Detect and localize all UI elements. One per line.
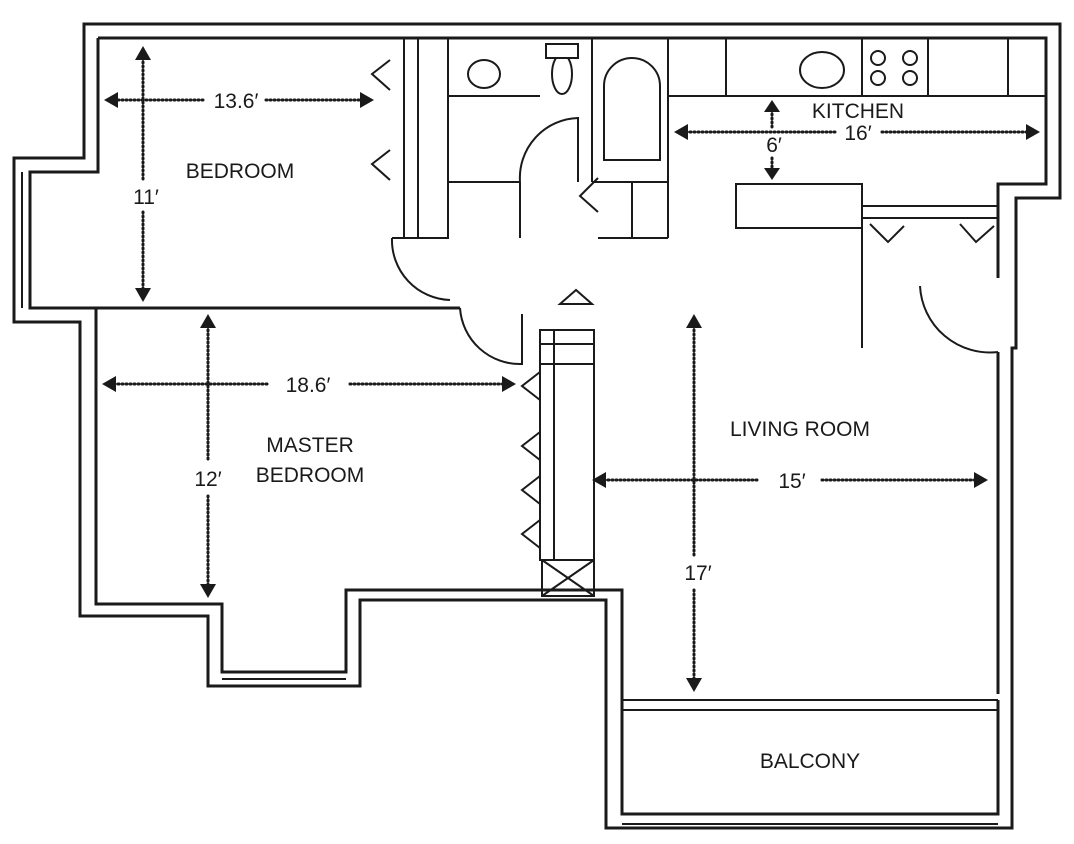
arrow-icon [135, 288, 151, 302]
kitchen-fixtures [799, 50, 918, 89]
dimension-lines [102, 46, 1040, 692]
arrow-icon [102, 376, 116, 392]
master-bedroom-label-line1: MASTER [266, 434, 354, 457]
arrow-icon [502, 376, 516, 392]
arrow-icon [686, 314, 702, 328]
toilet-icon [551, 53, 573, 95]
burner-icon [870, 50, 886, 66]
arrow-icon [1026, 124, 1040, 140]
living-depth-label: 17′ [684, 562, 711, 585]
living-width-label: 15′ [778, 470, 805, 493]
bath-fixtures [467, 43, 661, 161]
doors [370, 59, 999, 549]
master-door-icon [459, 307, 523, 366]
burner-icon [902, 70, 918, 86]
arrow-icon [200, 314, 216, 328]
kitchen-sink-icon [799, 51, 845, 89]
dimension-labels: 13.6′ 11′ 16′ 6′ 18.6′ 12′ 15′ 17′ [133, 90, 872, 585]
balcony-label: BALCONY [760, 750, 860, 773]
arrow-icon [104, 92, 118, 108]
arrow-icon [200, 584, 216, 598]
arrow-icon [674, 124, 688, 140]
arrow-icon [974, 472, 988, 488]
living-room-label: LIVING ROOM [730, 418, 870, 441]
burner-icon [870, 70, 886, 86]
kitchen-width-label: 16′ [844, 122, 871, 145]
balcony-railing [622, 699, 998, 825]
arrow-icon [686, 678, 702, 692]
master-depth-label: 12′ [194, 468, 221, 491]
bedroom-width-label: 13.6′ [214, 90, 259, 113]
bath-door-icon [518, 116, 579, 183]
room-labels: BEDROOM KITCHEN MASTER BEDROOM LIVING RO… [186, 100, 904, 773]
master-width-label: 18.6′ [286, 374, 331, 397]
interior-walls [30, 37, 1046, 597]
arrow-icon [360, 92, 374, 108]
arrow-icon [764, 168, 780, 180]
kitchen-label: KITCHEN [812, 100, 904, 123]
arrow-icon [592, 472, 606, 488]
bedroom-depth-label: 11′ [133, 186, 159, 209]
master-bedroom-label-line2: BEDROOM [256, 464, 365, 487]
kitchen-depth-label: 6′ [766, 134, 782, 157]
bedroom-label: BEDROOM [186, 160, 295, 183]
arrow-icon [764, 100, 780, 112]
bathtub-icon [603, 57, 661, 161]
exterior-walls [12, 22, 1062, 830]
bedroom-door-icon [390, 237, 451, 301]
burner-icon [902, 50, 918, 66]
sink-icon [467, 59, 501, 89]
entry-door-icon [919, 285, 999, 354]
arrow-icon [135, 46, 151, 60]
